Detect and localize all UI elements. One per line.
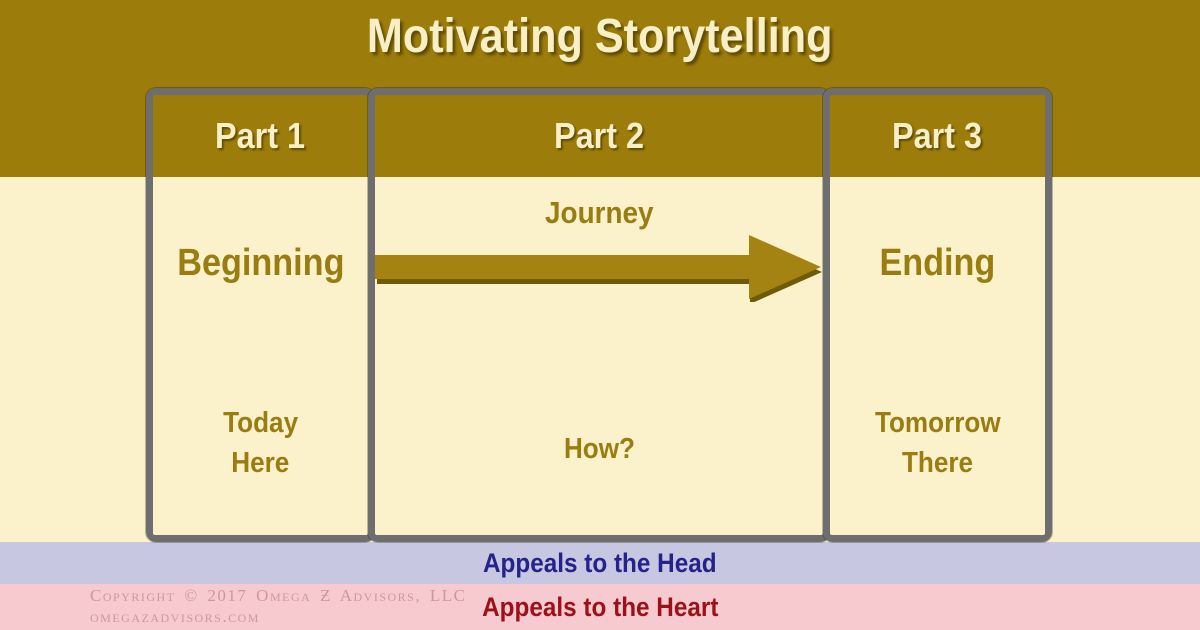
note-line-there: There <box>901 447 974 479</box>
appeals-heart-band <box>0 584 1200 630</box>
panel-part-1: Part 1 Beginning Today Here <box>146 88 375 542</box>
appeals-head-band <box>0 542 1200 584</box>
appeals-heart-label: Appeals to the Heart <box>481 592 719 622</box>
note-line-how: How? <box>563 433 635 465</box>
today-here-note: Today Here <box>153 403 368 483</box>
panel-3-header: Part 3 <box>830 95 1045 177</box>
tomorrow-there-note: Tomorrow There <box>830 403 1045 483</box>
note-line-here: Here <box>231 447 290 479</box>
part-1-label: Part 1 <box>215 115 306 156</box>
note-line-today: Today <box>223 407 298 439</box>
ending-label: Ending <box>879 242 996 284</box>
panel-2-header: Part 2 <box>375 95 823 177</box>
page-title: Motivating Storytelling <box>0 10 1200 64</box>
panel-2-body: Journey How? <box>375 177 823 535</box>
panel-1-header: Part 1 <box>153 95 368 177</box>
journey-label: Journey <box>544 195 654 230</box>
website-line: omegazadvisors.com <box>90 607 260 626</box>
how-note: How? <box>375 429 823 469</box>
note-line-tomorrow: Tomorrow <box>874 407 1001 439</box>
panel-part-2: Part 2 Journey How? <box>368 88 830 542</box>
appeals-head-label: Appeals to the Head <box>483 548 717 578</box>
copyright-notice: Copyright © 2017 Omega Ƶ Advisors, LLC o… <box>90 585 466 627</box>
journey-arrow-icon <box>375 232 823 302</box>
page-title-text: Motivating Storytelling <box>367 10 833 63</box>
beginning-label: Beginning <box>176 242 345 284</box>
panel-part-3: Part 3 Ending Tomorrow There <box>823 88 1052 542</box>
panel-3-body: Ending Tomorrow There <box>830 177 1045 535</box>
part-2-label: Part 2 <box>553 115 645 156</box>
part-3-label: Part 3 <box>892 115 983 156</box>
panel-1-body: Beginning Today Here <box>153 177 368 535</box>
copyright-line: Copyright © 2017 Omega Ƶ Advisors, LLC <box>90 586 467 605</box>
